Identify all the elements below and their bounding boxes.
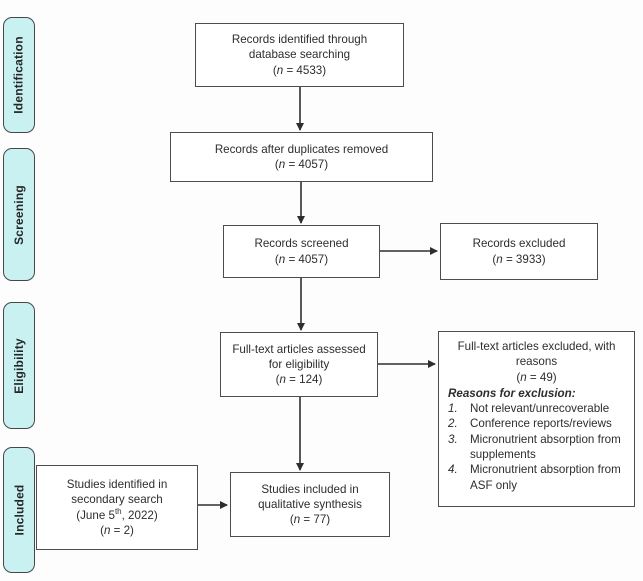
stage-eligibility: Eligibility <box>3 302 35 429</box>
exclusion-reasons: Reasons for exclusion: 1. Not relevant/u… <box>439 385 634 495</box>
count-n: n <box>103 523 111 537</box>
count-n: n <box>278 252 286 266</box>
count-rest: = 124) <box>285 373 323 387</box>
stage-screening-label: Screening <box>12 184 27 245</box>
box-qualitative-synthesis: Studies included in qualitative synthesi… <box>230 472 390 537</box>
count-n: n <box>276 63 284 77</box>
count-open: ( <box>100 523 104 537</box>
count-rest: = 3933) <box>502 252 546 266</box>
box-fulltext-excluded-line2: reasons <box>515 355 558 369</box>
count-open: ( <box>275 373 280 387</box>
count-rest: = 49) <box>526 370 557 384</box>
count-n: n <box>520 370 527 384</box>
stage-identification: Identification <box>3 17 35 133</box>
box-duplicates-removed: Records after duplicates removed (n = 40… <box>170 132 433 182</box>
box-fulltext-assessed-count: (n = 124) <box>276 372 323 387</box>
reason-text: Micronutrient absorption from ASF only <box>470 463 621 492</box>
box-records-identified-line1: Records identified through <box>231 33 368 47</box>
box-fulltext-assessed-line1: Full-text articles assessed <box>232 342 366 356</box>
box-records-screened: Records screened (n = 4057) <box>223 225 380 278</box>
count-open: ( <box>289 513 294 527</box>
stage-included: Included <box>3 447 35 573</box>
date-ordinal: th <box>114 506 122 516</box>
count-open: ( <box>274 158 279 171</box>
box-fulltext-excluded-line1: Full-text articles excluded, with <box>457 340 616 353</box>
reason-text: Not relevant/unrecoverable <box>470 402 610 416</box>
box-records-screened-count: (n = 4057) <box>275 252 328 267</box>
count-n: n <box>279 373 286 387</box>
stage-identification-label: Identification <box>12 36 26 114</box>
box-fulltext-assessed: Full-text articles assessed for eligibil… <box>220 332 378 397</box>
box-fulltext-excluded-count: (n = 49) <box>516 370 556 385</box>
box-qualitative-synthesis-count: (n = 77) <box>290 512 330 527</box>
box-records-identified-count: (n = 4533) <box>273 63 326 78</box>
count-open: ( <box>274 252 279 266</box>
reason-number: 1. <box>448 402 458 416</box>
box-qualitative-synthesis-line1: Studies included in <box>261 482 359 496</box>
date-open: (June 5 <box>76 508 115 522</box>
count-rest: = 77) <box>300 513 331 527</box>
box-secondary-search-line2: secondary search <box>71 493 163 507</box>
box-records-identified: Records identified through database sear… <box>195 23 404 87</box>
box-fulltext-assessed-line2: for eligibility <box>268 357 330 371</box>
count-rest: = 4057) <box>285 252 329 266</box>
box-duplicates-removed-count: (n = 4057) <box>275 157 328 172</box>
exclusion-reason-item: 1. Not relevant/unrecoverable <box>448 401 629 416</box>
reason-text: Conference reports/reviews <box>470 417 612 431</box>
reason-number: 3. <box>448 432 458 446</box>
reason-number: 2. <box>448 417 458 431</box>
exclusion-reasons-title: Reasons for exclusion: <box>448 386 576 400</box>
box-secondary-search: Studies identified in secondary search (… <box>36 465 198 550</box>
box-records-excluded-line1: Records excluded <box>472 237 566 251</box>
count-n: n <box>293 513 301 527</box>
stage-eligibility-label: Eligibility <box>12 337 27 394</box>
box-records-excluded: Records excluded (n = 3933) <box>440 223 598 280</box>
count-open: ( <box>516 370 521 384</box>
count-open: ( <box>272 63 277 77</box>
exclusion-reason-item: 3. Micronutrient absorption from supplem… <box>448 432 629 463</box>
count-n: n <box>278 158 286 171</box>
reason-text: Micronutrient absorption from supplement… <box>470 432 621 462</box>
date-rest: , 2022) <box>121 508 158 522</box>
box-records-identified-line2: database searching <box>248 48 351 62</box>
reason-number: 4. <box>448 463 458 477</box>
count-rest: = 2) <box>110 523 134 537</box>
exclusion-reason-item: 2. Conference reports/reviews <box>448 416 629 431</box>
exclusion-reason-item: 4. Micronutrient absorption from ASF onl… <box>448 462 629 493</box>
count-rest: = 4533) <box>283 63 327 77</box>
count-n: n <box>496 252 503 266</box>
box-secondary-search-line1: Studies identified in <box>66 477 168 491</box>
box-secondary-search-date: (June 5th, 2022) <box>76 506 158 523</box>
box-records-screened-line1: Records screened <box>254 237 349 251</box>
box-duplicates-removed-line1: Records after duplicates removed <box>214 142 389 156</box>
box-secondary-search-count: (n = 2) <box>100 523 134 538</box>
stage-screening: Screening <box>3 148 35 281</box>
count-open: ( <box>492 252 497 266</box>
box-fulltext-excluded: Full-text articles excluded, with reason… <box>438 331 635 507</box>
box-qualitative-synthesis-line2: qualitative synthesis <box>258 497 362 511</box>
count-rest: = 4057) <box>285 158 329 171</box>
stage-included-label: Included <box>12 484 26 536</box>
box-records-excluded-count: (n = 3933) <box>492 252 545 267</box>
